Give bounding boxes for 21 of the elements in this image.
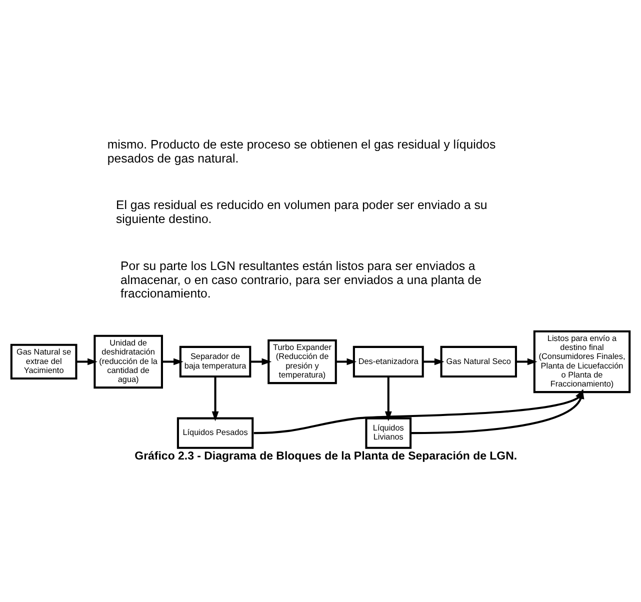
node-box: Separador de baja temperatura [179, 346, 252, 378]
node-box: Turbo Expander (Reducción de presión y temperatura) [268, 339, 337, 384]
node-box: Gas Natural se extrae del Yacimiento [10, 344, 78, 380]
label: Por su parte los LGN resultantes están listos para ser enviados a almacenar, o en caso contrario, para ser enviados a una planta de fraccionamiento. [120, 258, 482, 301]
arrow [250, 358, 272, 366]
arrow [336, 358, 357, 366]
label: El gas residual es reducido en volumen para poder ser enviado a su siguiente destino. [116, 198, 488, 226]
node-box: Unidad de deshidratación (reducción de la cantidad de agua) [94, 334, 163, 389]
arrow [76, 358, 98, 366]
node-box: Des-etanizadora [352, 346, 424, 378]
arrow [212, 376, 219, 422]
node-box: Listos para envío a destino final (Consumidores Finales, Planta de Licuefacción o Planta de Fraccionamiento) [533, 330, 631, 394]
node-box: Líquidos Pesados [176, 417, 254, 449]
caption: Gráfico 2.3 - Diagrama de Bloques de la Planta de Separación de LGN. [134, 450, 518, 462]
arrow [516, 358, 538, 366]
arrow [384, 376, 392, 422]
arrow [162, 358, 184, 366]
arrow [422, 358, 444, 366]
node-box: Gas Natural Seco [440, 346, 517, 378]
label: mismo. Producto de este proceso se obtienen el gas residual y líquidos pesados de gas natural. [107, 137, 496, 166]
node-box: Líquidos Livianos [365, 417, 412, 449]
